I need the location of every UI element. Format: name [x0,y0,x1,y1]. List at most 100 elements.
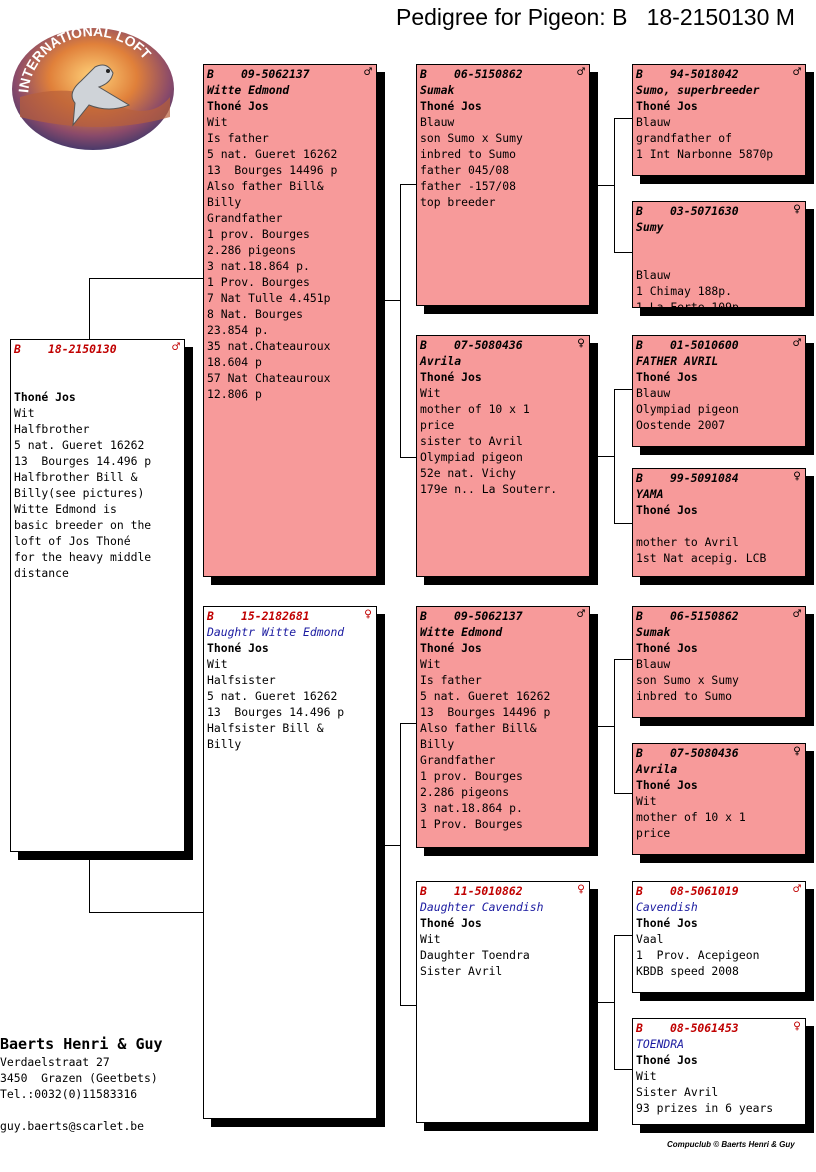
info-line: Billy(see pictures) [14,486,145,500]
country-code: B [636,204,643,218]
info-line: Halfsister Bill & [207,721,324,735]
info-line: Billy [207,195,242,209]
info-line: 52e nat. Vichy [420,466,517,480]
country-code: B [636,1021,643,1035]
info-line: Billy [207,737,242,751]
ring-number: 06-5150862 [454,67,523,81]
info-line: 5 nat. Gueret 16262 [207,689,338,703]
breeder-email[interactable]: guy.baerts@scarlet.be [0,1119,145,1133]
info-line: basic breeder on the [14,518,152,532]
ring-number: 11-5010862 [454,884,523,898]
info-line: Billy [420,737,455,751]
info-line: 5 nat. Gueret 16262 [207,147,338,161]
owner-name: Thoné Jos [636,778,698,792]
info-line: 1 Prov. Bourges [207,275,310,289]
male-symbol-icon: ♂ [172,340,180,355]
info-line: 5 nat. Gueret 16262 [420,689,551,703]
connector [89,278,90,340]
info-line: 1 Chimay 188p. [636,284,733,298]
owner-name: Thoné Jos [636,99,698,113]
info-line: distance [14,566,69,580]
male-symbol-icon: ♂ [793,65,801,80]
owner-name: Thoné Jos [636,916,698,930]
pigeon-name: Sumak [636,625,671,639]
info-line: Halfbrother [14,422,90,436]
country-code: B [14,342,21,356]
connector [614,659,633,660]
ring-number: 06-5150862 [670,609,739,623]
pigeon-name: Sumak [420,83,455,97]
female-symbol-icon: ♀ [793,469,801,484]
country-code: B [420,609,427,623]
country-code: B [636,884,643,898]
info-line: 13 Bourges 14496 p [420,705,551,719]
ring-number: 15-2182681 [241,609,310,623]
info-line: for the heavy middle [14,550,152,564]
breeder-info: Baerts Henri & Guy Verdaelstraat 27 3450… [0,1034,163,1134]
country-code: B [207,609,214,623]
pigeon-name: Sumy [636,220,664,234]
ring-number: 03-5071630 [670,204,739,218]
connector [614,118,633,119]
country-code: B [636,67,643,81]
owner-name: Thoné Jos [207,99,269,113]
pigeon-name: Avrila [420,354,462,368]
connector [400,184,417,185]
connector [89,851,90,913]
connector [89,912,204,913]
male-symbol-icon: ♂ [793,336,801,351]
country-code: B [420,884,427,898]
info-line: 1 La Ferte 109p. [636,300,746,308]
ring-number: 99-5091084 [670,471,739,485]
pigeon-name: Witte Edmond [207,83,290,97]
country-code: B [636,338,643,352]
ring-number: 01-5010600 [670,338,739,352]
female-symbol-icon: ♀ [577,882,585,897]
info-line: 2.286 pigeons [207,243,297,257]
page-title: Pedigree for Pigeon: B 18-2150130 M [396,4,795,30]
info-line: KBDB speed 2008 [636,964,739,978]
ring-number: 07-5080436 [454,338,523,352]
loft-logo: INTERNATIONAL LOFT [12,27,174,150]
info-line: mother of 10 x 1 [636,810,746,824]
info-line: price [636,826,671,840]
country-code: B [636,609,643,623]
info-line: loft of Jos Thoné [14,534,131,548]
pigeon-name: Avrila [636,762,678,776]
pigeon-name: YAMA [636,487,664,501]
info-line: top breeder [420,195,496,209]
info-line: Is father [207,131,269,145]
card-header: B 01-5010600 ♂ [636,336,801,353]
owner-name: Thoné Jos [14,390,76,404]
owner-name: Thoné Jos [636,370,698,384]
male-symbol-icon: ♂ [793,882,801,897]
info-line: 7 Nat Tulle 4.451p [207,291,331,305]
male-symbol-icon: ♂ [577,65,585,80]
info-line: Also father Bill& [420,721,537,735]
info-line: 93 prizes in 6 years [636,1101,774,1115]
connector [614,793,633,794]
connector [400,184,401,457]
info-line [636,251,801,267]
info-line: Daughter Toendra [420,948,530,962]
